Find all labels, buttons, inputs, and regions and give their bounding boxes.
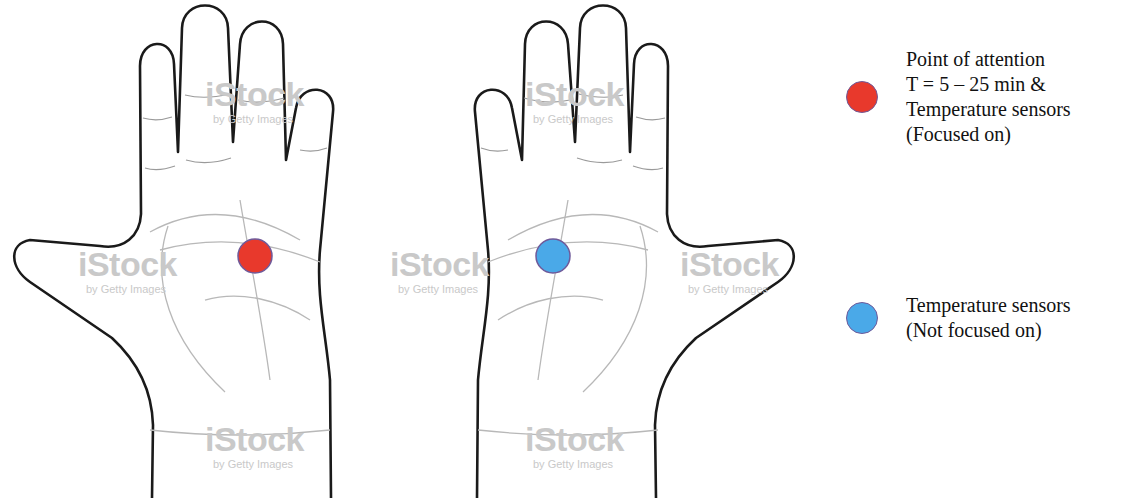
legend-label: Point of attention T = 5 – 25 min & Temp…: [906, 47, 1071, 147]
legend-swatch: [846, 302, 878, 334]
watermark: by Getty Images: [213, 113, 293, 125]
watermark: iStock: [205, 420, 304, 459]
watermark: iStock: [78, 245, 177, 284]
watermark: iStock: [390, 245, 489, 284]
watermark: by Getty Images: [533, 458, 613, 470]
watermark: by Getty Images: [533, 113, 613, 125]
watermark: iStock: [680, 245, 779, 284]
legend-swatch: [846, 81, 878, 113]
legend-label: Temperature sensors (Not focused on): [906, 293, 1071, 343]
watermark: by Getty Images: [398, 283, 478, 295]
watermark: by Getty Images: [86, 283, 166, 295]
sensor-point: [536, 239, 570, 273]
watermark: iStock: [205, 75, 304, 114]
left-hand: [14, 6, 333, 498]
watermark: by Getty Images: [213, 458, 293, 470]
right-hand: [475, 6, 794, 498]
watermark: by Getty Images: [688, 283, 768, 295]
watermark: iStock: [525, 420, 624, 459]
focus-point: [238, 239, 272, 273]
watermark: iStock: [525, 75, 624, 114]
